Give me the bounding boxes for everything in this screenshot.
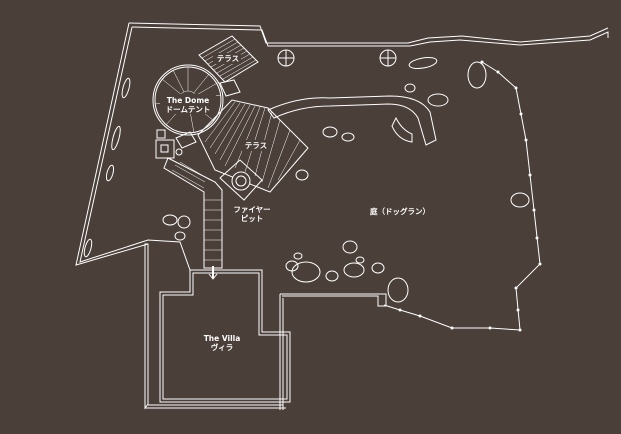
- dome-tent: The Dome ドームテント: [152, 64, 224, 136]
- property-boundary: [75, 22, 609, 271]
- rock-icon: [162, 57, 530, 303]
- terrace-main-label: テラス: [245, 141, 267, 150]
- dome-label-en: The Dome: [167, 96, 209, 105]
- garden-boundary: [279, 293, 387, 410]
- arrow-down-icon: [208, 266, 218, 280]
- terrace-top: テラス: [198, 35, 259, 83]
- firepit-label-2: ピット: [241, 213, 264, 223]
- villa-building: The Villa ヴィラ: [144, 243, 291, 410]
- boardwalk: [163, 157, 223, 280]
- dome-label-jp: ドームテント: [166, 105, 211, 114]
- terrace-top-label: テラス: [217, 54, 239, 63]
- villa-label-jp: ヴィラ: [211, 342, 234, 352]
- fence-dotted: [383, 60, 542, 332]
- fence-post-icon: [398, 60, 542, 332]
- tree-icon: [277, 49, 397, 67]
- garden-label: 庭（ドッグラン）: [370, 206, 430, 216]
- dome-annex: [155, 79, 241, 159]
- left-rocks: [83, 77, 131, 258]
- firepit-label-1: ファイヤー: [233, 205, 270, 214]
- terrace-main: テラス: [197, 99, 309, 193]
- fire-pit: ファイヤー ピット: [219, 159, 271, 223]
- villa-label-en: The Villa: [204, 334, 241, 343]
- garden-path: [267, 95, 437, 146]
